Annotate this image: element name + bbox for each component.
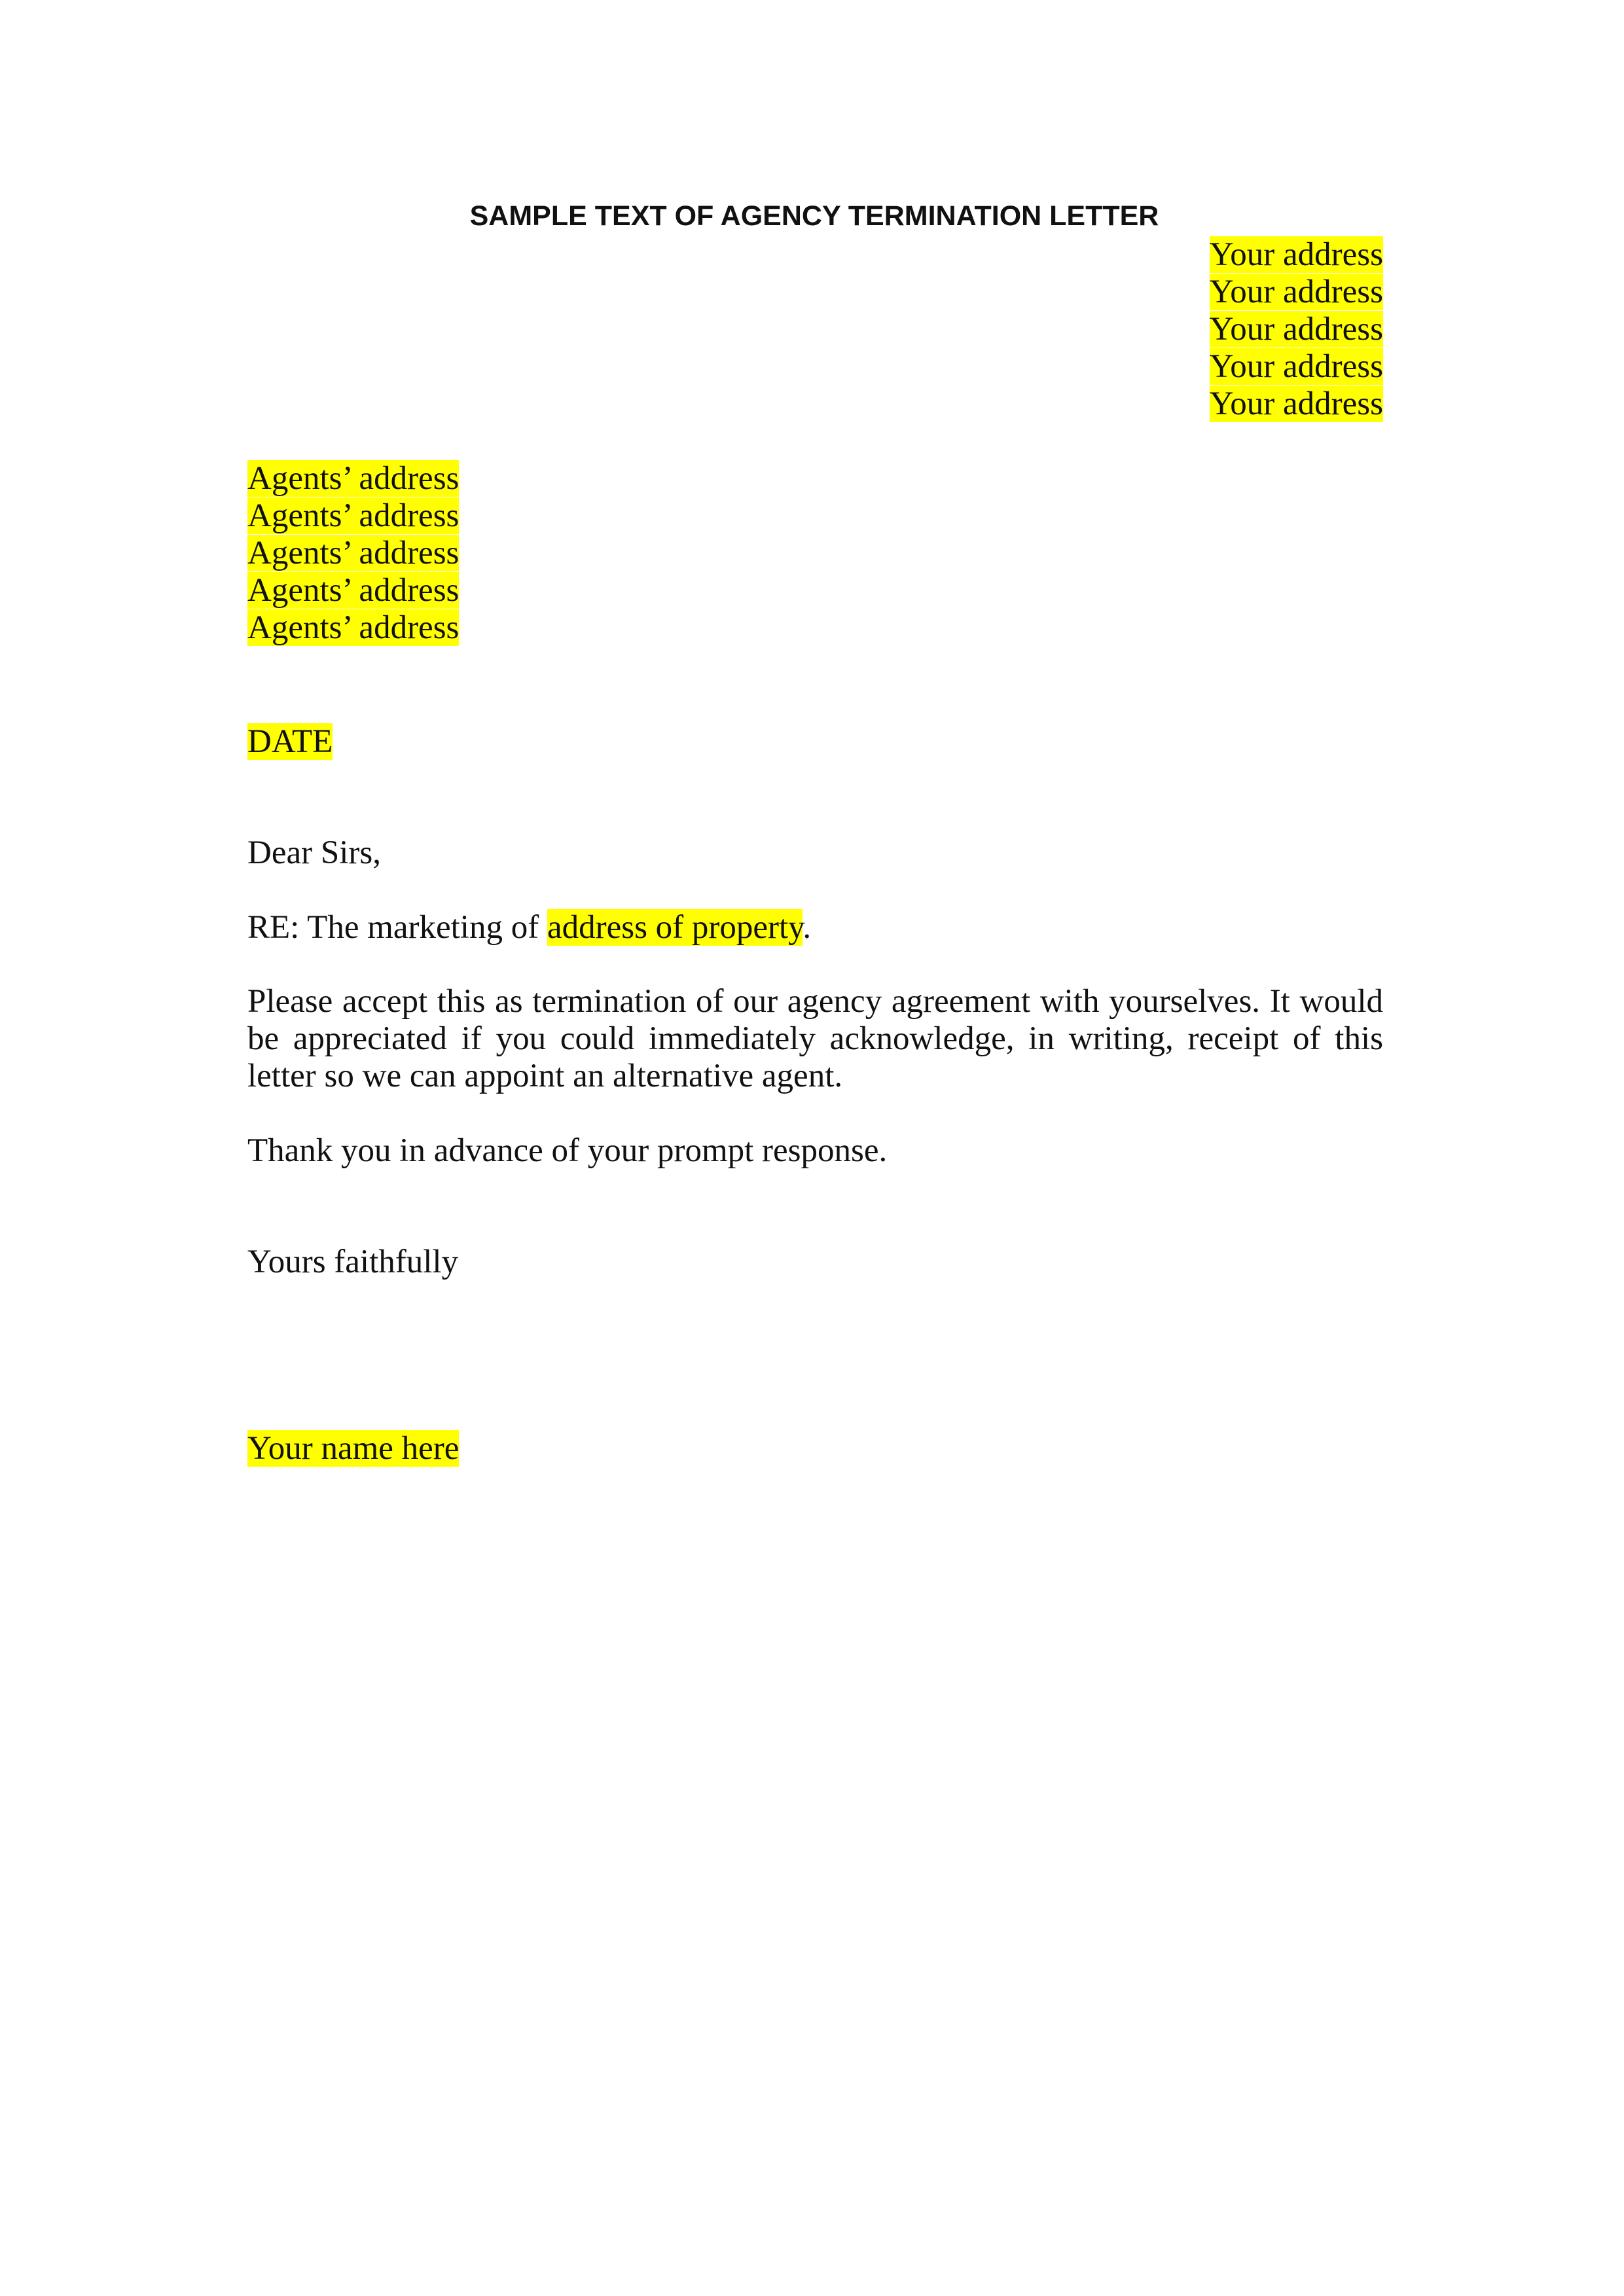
subject-prefix: RE: The marketing of [247,909,547,946]
sender-address-line: Your address [1209,274,1383,310]
recipient-address-line: Agents’ address [247,460,460,497]
recipient-address-line: Agents’ address [247,609,460,646]
sender-address-line: Your address [1209,386,1383,422]
property-address-placeholder: address of property [547,909,803,946]
signature-line: Your name here [247,1430,1383,1467]
document-title: SAMPLE TEXT OF AGENCY TERMINATION LETTER [469,200,1159,232]
body-paragraph: Please accept this as termination of our… [247,983,1383,1094]
subject-suffix: . [803,909,812,946]
salutation: Dear Sirs, [247,834,381,871]
sender-address-block: Your address Your address Your address Y… [1209,236,1383,423]
sender-address-line: Your address [1209,236,1383,273]
recipient-address-block: Agents’ address Agents’ address Agents’ … [247,460,460,647]
thanks-paragraph: Thank you in advance of your prompt resp… [247,1132,888,1169]
date-line: DATE [247,723,1383,761]
recipient-address-line: Agents’ address [247,535,460,571]
recipient-address-line: Agents’ address [247,497,460,534]
sender-address-line: Your address [1209,348,1383,385]
recipient-address-line: Agents’ address [247,572,460,609]
signature-name-placeholder: Your name here [247,1430,460,1467]
date-placeholder: DATE [247,723,333,760]
closing-line: Yours faithfully [247,1244,459,1280]
sender-address-line: Your address [1209,311,1383,348]
subject-line: RE: The marketing of address of property… [247,909,1383,946]
